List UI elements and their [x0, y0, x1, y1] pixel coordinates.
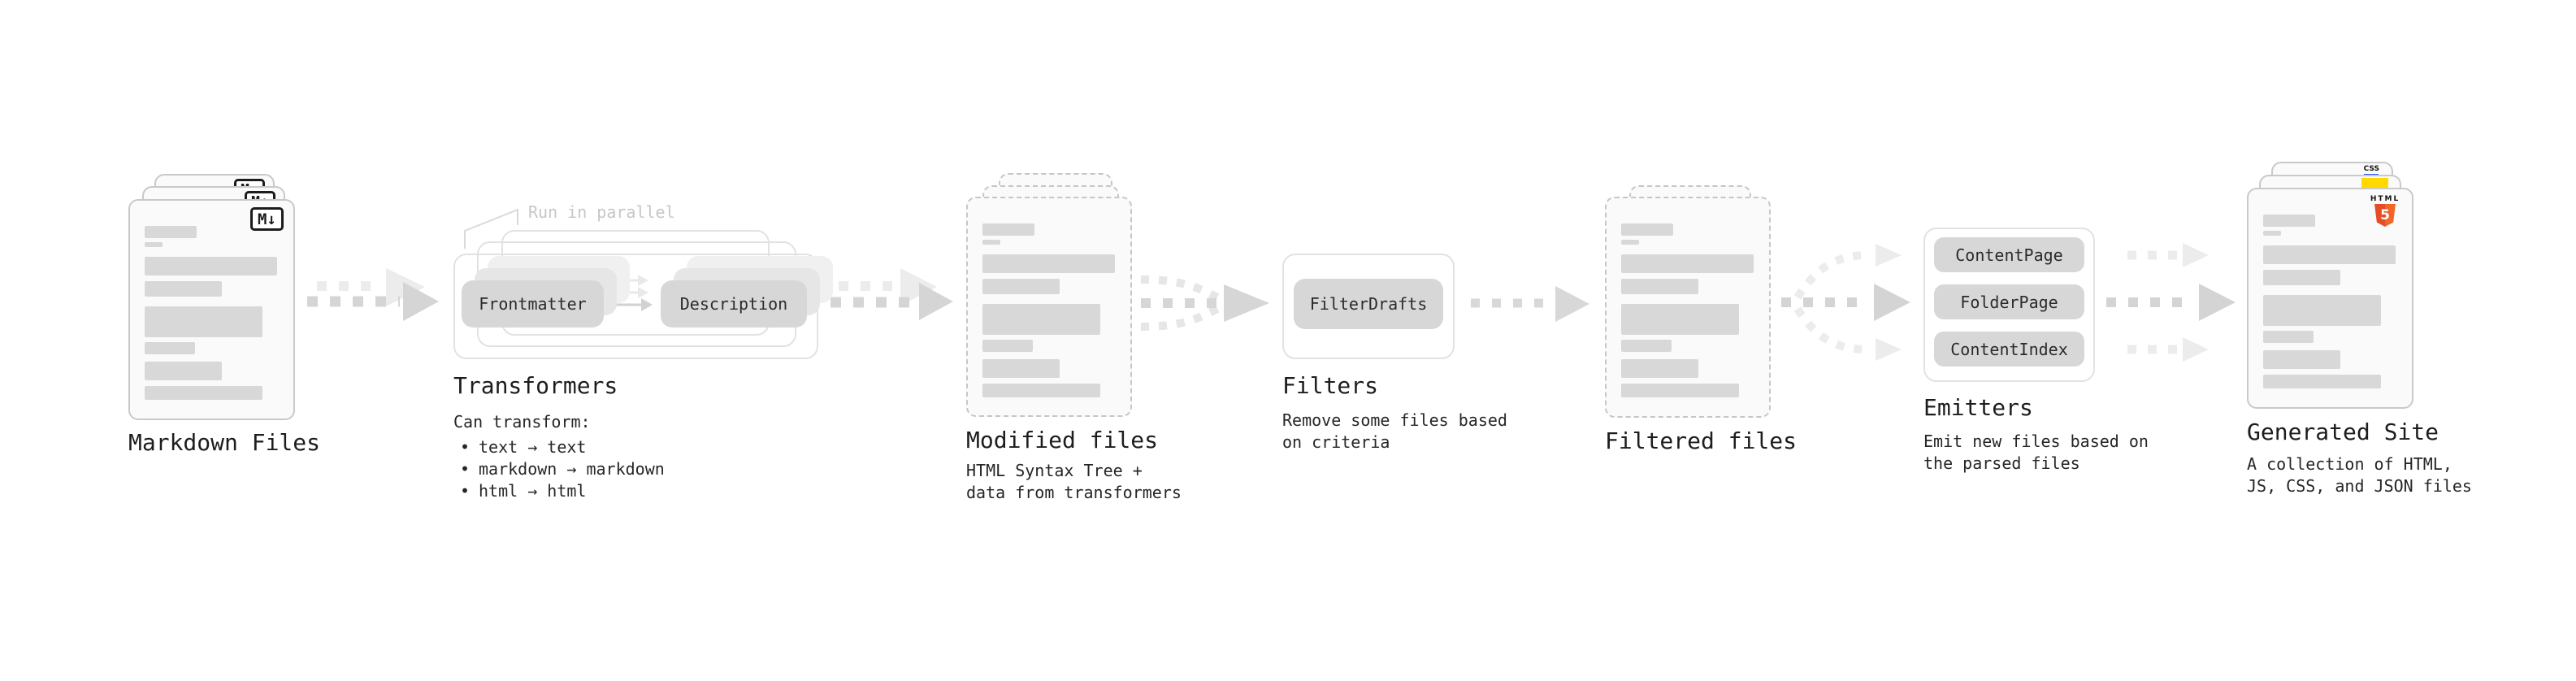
placeholder-bar — [2263, 231, 2281, 236]
placeholder-bar — [982, 359, 1060, 378]
placeholder-bar — [145, 281, 222, 297]
placeholder-bar — [2263, 350, 2340, 369]
list-item-text: html → html — [479, 481, 587, 501]
modified-files-caption: HTML Syntax Tree + data from transformer… — [966, 461, 1182, 502]
doc-content-placeholder — [1621, 223, 1759, 397]
placeholder-bar — [982, 223, 1034, 236]
list-item: • text → text — [460, 436, 665, 458]
markdown-files-label: Markdown Files — [128, 429, 321, 456]
placeholder-bar — [1621, 240, 1639, 245]
filtered-files-label: Filtered files — [1605, 427, 1798, 454]
placeholder-bar — [2263, 215, 2315, 227]
arrow-transformers-to-modified — [830, 268, 953, 320]
transformers-capabilities-list: • text → text • markdown → markdown • ht… — [460, 436, 665, 502]
html5-logo-icon: HTML 5 — [2367, 195, 2403, 227]
generated-doc-front: HTML 5 — [2247, 188, 2413, 409]
filtered-doc-front — [1605, 197, 1771, 418]
placeholder-bar — [982, 340, 1033, 352]
generated-site-caption: A collection of HTML, JS, CSS, and JSON … — [2247, 454, 2472, 496]
placeholder-bar — [1621, 223, 1673, 236]
placeholder-bar — [145, 306, 262, 337]
placeholder-bar — [1621, 279, 1698, 294]
arrow-filtered-to-emitters-fanout — [1781, 244, 1910, 361]
folderpage-pill: FolderPage — [1934, 284, 2084, 319]
placeholder-bar — [982, 240, 1000, 245]
placeholder-bar — [982, 254, 1115, 273]
run-in-parallel-annotation: Run in parallel — [528, 202, 675, 222]
css-badge-label: CSS — [2363, 165, 2379, 173]
placeholder-bar — [145, 242, 163, 247]
filters-label: Filters — [1282, 372, 1379, 399]
markdown-icon: M↓ — [250, 207, 284, 231]
placeholder-bar — [145, 257, 277, 275]
frontmatter-pill: Frontmatter — [462, 280, 604, 327]
placeholder-bar — [1621, 384, 1739, 397]
emitters-caption: Emit new files based on the parsed files — [1923, 432, 2149, 473]
filters-box — [1282, 254, 1455, 359]
arrow-markdown-to-transformers — [307, 268, 439, 321]
bullet-icon: • — [460, 437, 471, 457]
description-pill: Description — [661, 280, 807, 327]
list-item: • html → html — [460, 480, 665, 501]
arrow-modified-to-filters-merge — [1140, 275, 1269, 331]
placeholder-bar — [1621, 254, 1754, 273]
emitters-box — [1923, 228, 2095, 382]
placeholder-bar — [2263, 331, 2314, 343]
modified-files-label: Modified files — [966, 427, 1159, 453]
doc-content-placeholder — [145, 226, 282, 400]
arrow-emitters-to-generated — [2106, 243, 2236, 362]
modified-doc-front — [966, 197, 1132, 417]
arrow-filters-to-filtered — [1471, 286, 1589, 322]
doc-content-placeholder — [982, 223, 1120, 397]
placeholder-bar — [2263, 245, 2396, 264]
placeholder-bar — [2263, 295, 2381, 326]
placeholder-bar — [2263, 375, 2381, 388]
placeholder-bar — [1621, 340, 1672, 352]
placeholder-bar — [1621, 304, 1739, 335]
placeholder-bar — [982, 304, 1100, 335]
filters-caption: Remove some files based on criteria — [1282, 410, 1507, 452]
contentindex-pill: ContentIndex — [1934, 332, 2084, 367]
placeholder-bar — [145, 386, 262, 400]
placeholder-bar — [145, 226, 197, 238]
placeholder-bar — [145, 342, 195, 354]
list-item: • markdown → markdown — [460, 458, 665, 479]
run-in-parallel-leader-line — [464, 208, 518, 249]
transformers-label: Transformers — [453, 372, 618, 399]
markdown-doc-front: M↓ — [128, 199, 295, 420]
list-item-text: text → text — [479, 437, 587, 457]
js-file-icon — [2361, 178, 2388, 189]
bullet-icon: • — [460, 481, 471, 501]
html5-shield: 5 — [2374, 204, 2396, 227]
bullet-icon: • — [460, 459, 471, 479]
emitters-label: Emitters — [1923, 394, 2033, 421]
placeholder-bar — [982, 279, 1060, 294]
contentpage-pill: ContentPage — [1934, 237, 2084, 272]
placeholder-bar — [2263, 270, 2340, 285]
doc-content-placeholder — [2263, 215, 2400, 388]
generated-site-label: Generated Site — [2247, 419, 2439, 445]
transformers-caption-title: Can transform: — [453, 412, 591, 432]
placeholder-bar — [145, 362, 222, 380]
filterdrafts-pill: FilterDrafts — [1294, 279, 1443, 329]
html5-word: HTML — [2370, 195, 2400, 203]
placeholder-bar — [1621, 359, 1698, 378]
list-item-text: markdown → markdown — [479, 459, 665, 479]
placeholder-bar — [982, 384, 1100, 397]
